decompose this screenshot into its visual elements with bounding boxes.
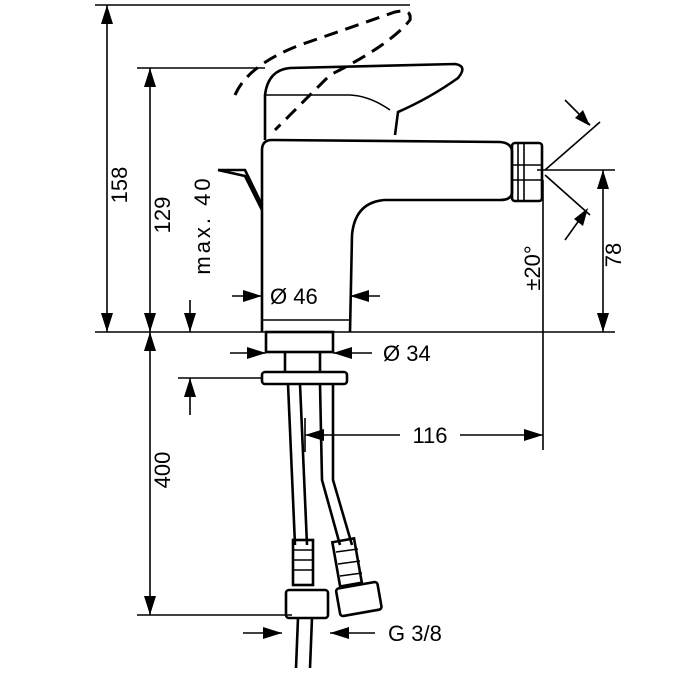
dimension-400: 400 bbox=[144, 332, 175, 615]
dim-78-label: 78 bbox=[601, 243, 626, 267]
dimension-g38: G 3/8 bbox=[243, 621, 442, 646]
dimension-129: 129 bbox=[144, 68, 175, 332]
dim-angle-label: ±20° bbox=[520, 245, 545, 290]
dimension-angle: ±20° bbox=[520, 99, 601, 291]
hoses bbox=[284, 383, 383, 669]
dim-dia46-label: Ø 46 bbox=[270, 284, 318, 309]
shank-and-nut bbox=[260, 330, 349, 386]
pop-up-rod bbox=[217, 168, 264, 211]
faucet-body bbox=[260, 138, 544, 333]
dimension-dia34: Ø 34 bbox=[230, 341, 431, 366]
lever bbox=[233, 9, 464, 140]
dim-116-label: 116 bbox=[412, 423, 447, 448]
dimension-max-40: max. 40 bbox=[184, 175, 215, 415]
dim-dia34-label: Ø 34 bbox=[383, 341, 431, 366]
dimension-116: 116 bbox=[305, 423, 543, 448]
dim-g38-label: G 3/8 bbox=[388, 621, 442, 646]
dimension-158: 158 bbox=[101, 5, 132, 332]
dimension-78: 78 bbox=[597, 170, 626, 332]
dim-max40-label: max. 40 bbox=[190, 175, 215, 274]
dim-400-label: 400 bbox=[150, 452, 175, 489]
extension-lines bbox=[95, 4, 615, 616]
dim-158-label: 158 bbox=[107, 167, 132, 204]
dimension-dia46: Ø 46 bbox=[232, 284, 380, 309]
dim-129-label: 129 bbox=[150, 197, 175, 234]
